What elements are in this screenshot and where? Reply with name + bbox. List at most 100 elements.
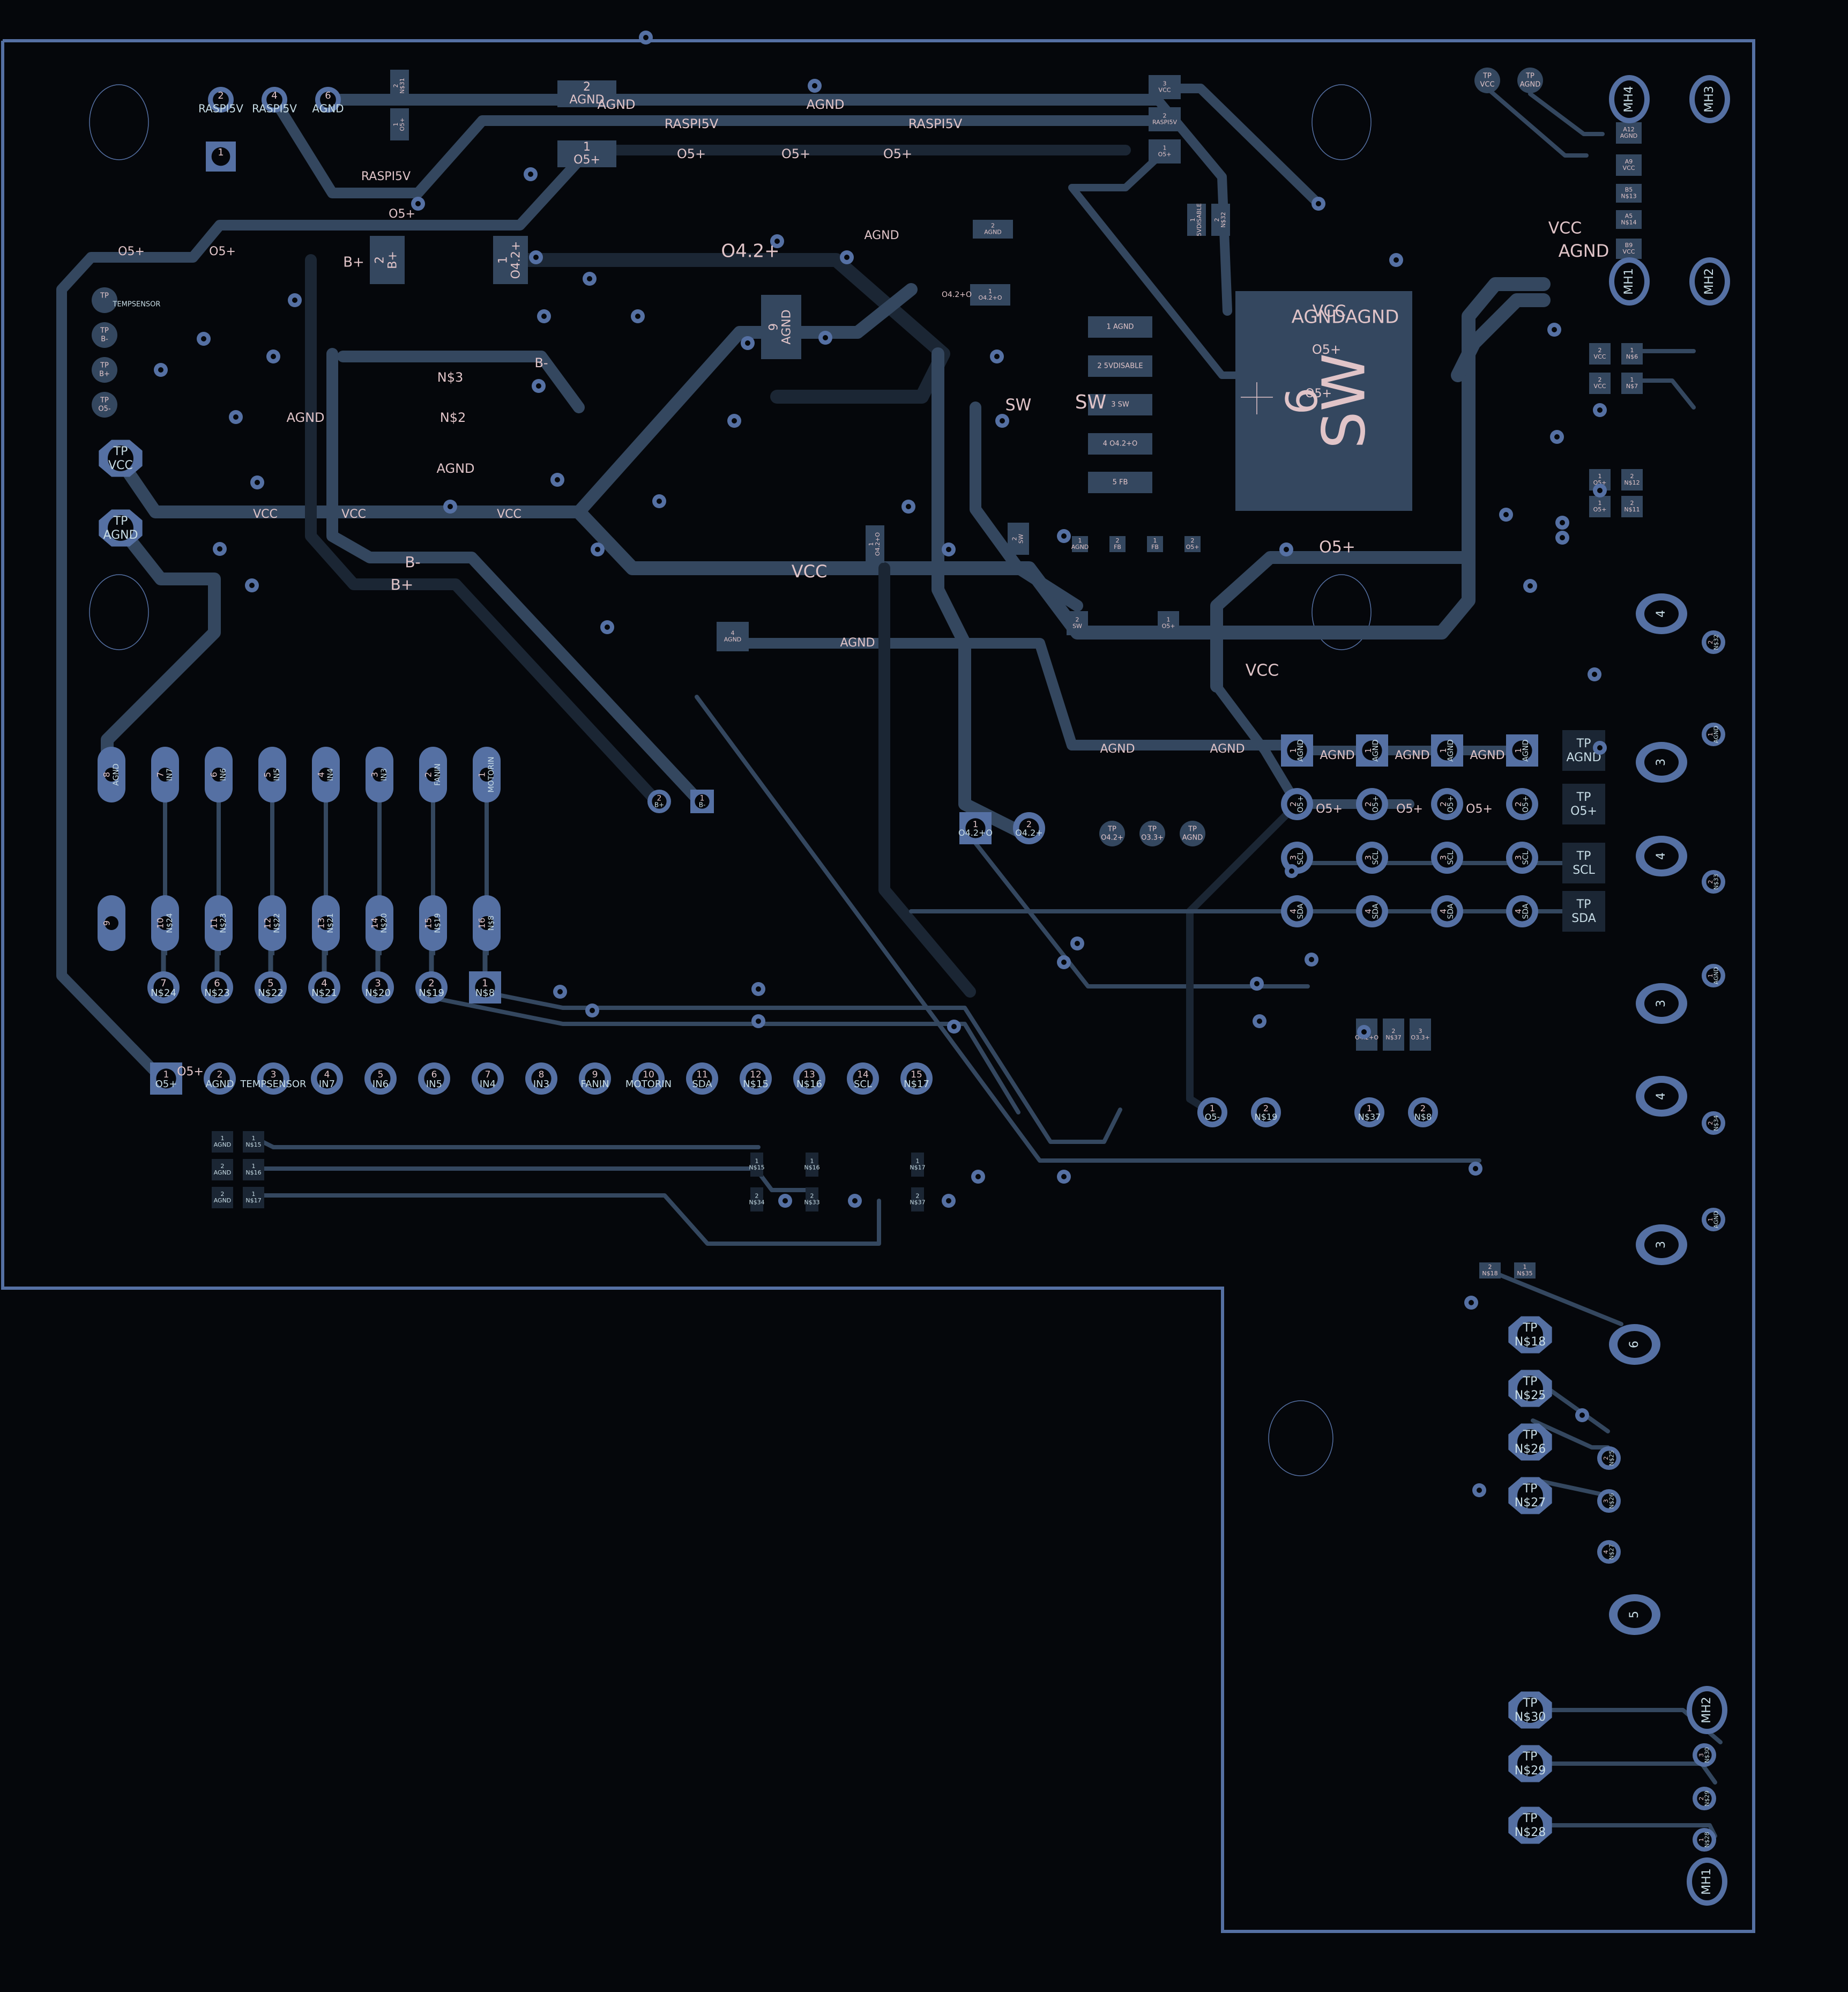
testpoint-octagon[interactable]: TPN$30 (1508, 1691, 1552, 1729)
smd-pad[interactable]: 1N$16 (804, 1153, 820, 1177)
smd-pad[interactable]: 2FB (1109, 536, 1126, 552)
output-pad[interactable]: 2O4.2+ (1013, 812, 1045, 844)
testpoint-octagon[interactable]: TPN$18 (1508, 1316, 1552, 1354)
mounting-pad-numbered[interactable]: 3 (1636, 1224, 1687, 1265)
regulator-pad[interactable] (1088, 433, 1152, 455)
side-pin[interactable]: 3N$30 (1693, 1743, 1716, 1767)
mounting-pad-numbered[interactable]: 4 (1636, 836, 1687, 876)
side-pin[interactable]: 1N$28 (1693, 1828, 1716, 1852)
smd-pad[interactable]: B5N$13 (1616, 184, 1642, 203)
jumper-pin[interactable]: 6N$23 (201, 971, 233, 1004)
bottom-header-pin[interactable]: 15N$17 (900, 1062, 933, 1095)
smd-pad[interactable]: 2N$33 (804, 1187, 820, 1211)
side-pin[interactable]: 4N$27 (1597, 1540, 1621, 1564)
smd-pad[interactable]: A5N$14 (1616, 210, 1642, 229)
testpoint[interactable]: TPB+ (92, 357, 117, 383)
mh-pad[interactable]: MH2 (1687, 1686, 1727, 1734)
jumper-pin[interactable]: 4N$21 (308, 971, 340, 1004)
header-pin[interactable]: 2 (208, 87, 234, 113)
regulator-pad[interactable] (1088, 394, 1152, 415)
jumper-pin[interactable]: 7N$24 (147, 971, 180, 1004)
i2c-connector-pin[interactable]: 2O5+ (1356, 788, 1388, 820)
side-pin[interactable]: 2N$29 (1693, 1787, 1716, 1810)
battery-pad[interactable]: 1B- (690, 790, 714, 813)
smd-pad[interactable]: 2O5+ (1184, 536, 1201, 552)
smd-pad[interactable]: 1O5+ (1589, 496, 1611, 517)
smd-pad[interactable]: 3O3.3+ (1410, 1019, 1431, 1051)
mounting-pad-numbered[interactable]: 3 (1636, 742, 1687, 783)
smd-pad[interactable]: 1N$16 (243, 1159, 264, 1180)
header-pin-1[interactable]: 1 (206, 142, 236, 172)
smd-pad[interactable]: 1O5+ (1158, 611, 1179, 635)
smd-pad[interactable]: 2N$18 (1479, 1262, 1501, 1279)
side-pin[interactable]: 2N$32 (1702, 630, 1725, 654)
smd-pad[interactable]: 1N$7 (1621, 373, 1643, 394)
side-pin[interactable]: 2N$34 (1702, 1111, 1725, 1135)
testpoint-octagon[interactable]: TPN$28 (1508, 1807, 1552, 1844)
smd-pad[interactable]: 1N$35 (1514, 1262, 1536, 1279)
smd-pad[interactable]: 2N$12 (1621, 469, 1643, 490)
smd-pad[interactable]: 1O4.2+O (970, 284, 1010, 306)
mh-pad[interactable]: MH4 (1609, 75, 1650, 123)
smd-pad[interactable]: 1N$17 (910, 1153, 926, 1177)
regulator-pad[interactable] (1088, 355, 1152, 377)
bottom-header-pin[interactable]: 13N$16 (793, 1062, 825, 1095)
regulator-io-pad[interactable]: 1N$37 (1354, 1097, 1384, 1127)
output-pad[interactable]: 1O4.2+O (958, 812, 993, 844)
smd-pad[interactable]: 1FB (1147, 536, 1163, 552)
smd-pad[interactable]: 2N$11 (1621, 496, 1643, 517)
mounting-pad-numbered[interactable]: 6 (1609, 1324, 1660, 1365)
smd-pad[interactable]: 2N$37 (1383, 1019, 1404, 1051)
